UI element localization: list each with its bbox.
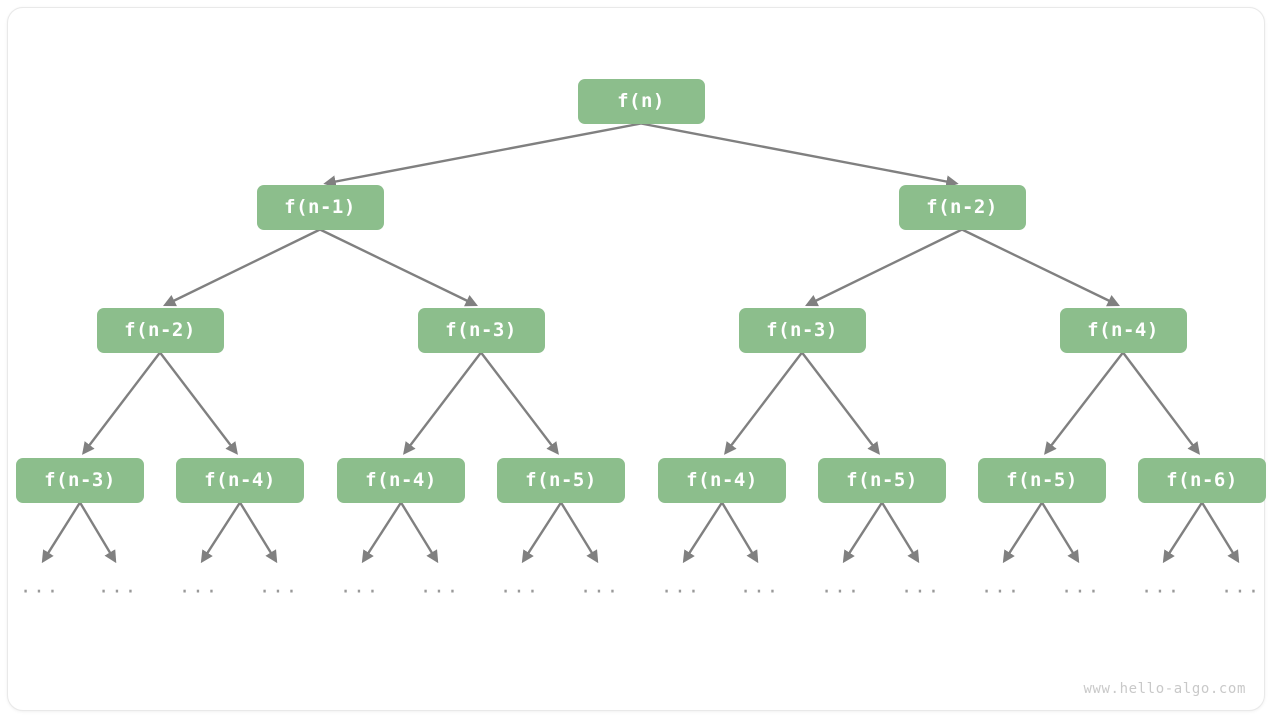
tree-node-label: f(n-4) xyxy=(365,469,437,491)
ellipsis-marker-5: ... xyxy=(419,575,461,598)
tree-stub-edge-n7-right xyxy=(78,501,117,564)
ellipsis-marker-7: ... xyxy=(579,575,621,598)
tree-edge-n0-n2 xyxy=(640,122,959,188)
tree-node-label: f(n-1) xyxy=(284,196,356,218)
ellipsis-marker-3: ... xyxy=(258,575,300,598)
tree-edge-n3-n7 xyxy=(82,351,161,455)
tree-stub-edge-n10-right xyxy=(559,501,599,564)
tree-stub-edge-n12-left xyxy=(842,501,884,564)
tree-node-label: f(n-2) xyxy=(926,196,998,218)
tree-node-n10: f(n-5) xyxy=(497,457,625,503)
tree-edge-n2-n5 xyxy=(805,228,963,307)
tree-node-label: f(n-3) xyxy=(44,469,116,491)
tree-stub-edge-n14-left xyxy=(1162,501,1204,564)
tree-node-label: f(n) xyxy=(617,90,665,112)
tree-node-label: f(n-4) xyxy=(686,469,758,491)
tree-node-n5: f(n-3) xyxy=(738,307,866,353)
tree-node-n1: f(n-1) xyxy=(256,184,384,230)
tree-node-n12: f(n-5) xyxy=(818,457,946,503)
ellipsis-marker-15: ... xyxy=(1220,575,1262,598)
watermark: www.hello-algo.com xyxy=(1083,681,1246,697)
tree-stub-edge-n8-right xyxy=(238,501,278,564)
tree-node-n3: f(n-2) xyxy=(96,307,224,353)
ellipsis-marker-4: ... xyxy=(339,575,381,598)
tree-node-n8: f(n-4) xyxy=(176,457,304,503)
tree-node-n13: f(n-5) xyxy=(978,457,1106,503)
ellipsis-marker-2: ... xyxy=(178,575,220,598)
tree-node-n14: f(n-6) xyxy=(1138,457,1266,503)
tree-node-label: f(n-6) xyxy=(1166,469,1238,491)
tree-node-n9: f(n-4) xyxy=(337,457,465,503)
tree-node-label: f(n-4) xyxy=(1087,319,1159,341)
tree-node-label: f(n-4) xyxy=(204,469,276,491)
tree-node-label: f(n-3) xyxy=(445,319,517,341)
tree-stub-edge-n8-left xyxy=(200,501,242,564)
ellipsis-marker-0: ... xyxy=(19,575,61,598)
ellipsis-marker-12: ... xyxy=(980,575,1022,598)
tree-edge-n4-n9 xyxy=(403,351,482,455)
tree-edge-n1-n4 xyxy=(319,228,478,307)
tree-stub-edge-n11-left xyxy=(682,501,724,564)
tree-edge-n6-n13 xyxy=(1044,351,1124,455)
tree-stub-edge-n10-left xyxy=(521,501,563,564)
tree-edge-n2-n6 xyxy=(961,228,1120,307)
tree-stub-edge-n13-left xyxy=(1002,501,1044,564)
tree-stub-edge-n14-right xyxy=(1200,501,1240,564)
ellipsis-marker-8: ... xyxy=(660,575,702,598)
tree-stub-edge-n9-right xyxy=(399,501,439,564)
tree-stub-edge-n12-right xyxy=(880,501,920,564)
ellipsis-marker-1: ... xyxy=(97,575,139,598)
tree-node-n6: f(n-4) xyxy=(1059,307,1187,353)
ellipsis-marker-9: ... xyxy=(739,575,781,598)
ellipsis-marker-10: ... xyxy=(820,575,862,598)
ellipsis-marker-13: ... xyxy=(1060,575,1102,598)
tree-edge-n0-n1 xyxy=(323,122,642,188)
ellipsis-marker-6: ... xyxy=(499,575,541,598)
tree-stub-edge-n7-left xyxy=(41,501,82,564)
ellipsis-marker-14: ... xyxy=(1140,575,1182,598)
tree-stub-edge-n9-left xyxy=(361,501,403,564)
tree-edge-n6-n14 xyxy=(1122,351,1200,455)
tree-node-label: f(n-2) xyxy=(124,319,196,341)
tree-node-label: f(n-3) xyxy=(766,319,838,341)
tree-edges xyxy=(41,122,1240,564)
tree-node-label: f(n-5) xyxy=(846,469,918,491)
tree-stub-edge-n11-right xyxy=(720,501,759,564)
tree-edge-n4-n10 xyxy=(480,351,559,455)
tree-edge-n3-n8 xyxy=(159,351,238,455)
tree-node-label: f(n-5) xyxy=(1006,469,1078,491)
tree-edge-n1-n3 xyxy=(163,228,321,307)
tree-node-n7: f(n-3) xyxy=(16,457,144,503)
tree-edge-n5-n12 xyxy=(801,351,880,455)
tree-node-label: f(n-5) xyxy=(525,469,597,491)
tree-node-n4: f(n-3) xyxy=(417,307,545,353)
ellipsis-marker-11: ... xyxy=(900,575,942,598)
tree-node-n0: f(n) xyxy=(577,78,705,124)
tree-node-n2: f(n-2) xyxy=(898,184,1026,230)
tree-node-n11: f(n-4) xyxy=(658,457,786,503)
tree-stub-edge-n13-right xyxy=(1040,501,1080,564)
tree-edge-n5-n11 xyxy=(724,351,803,455)
